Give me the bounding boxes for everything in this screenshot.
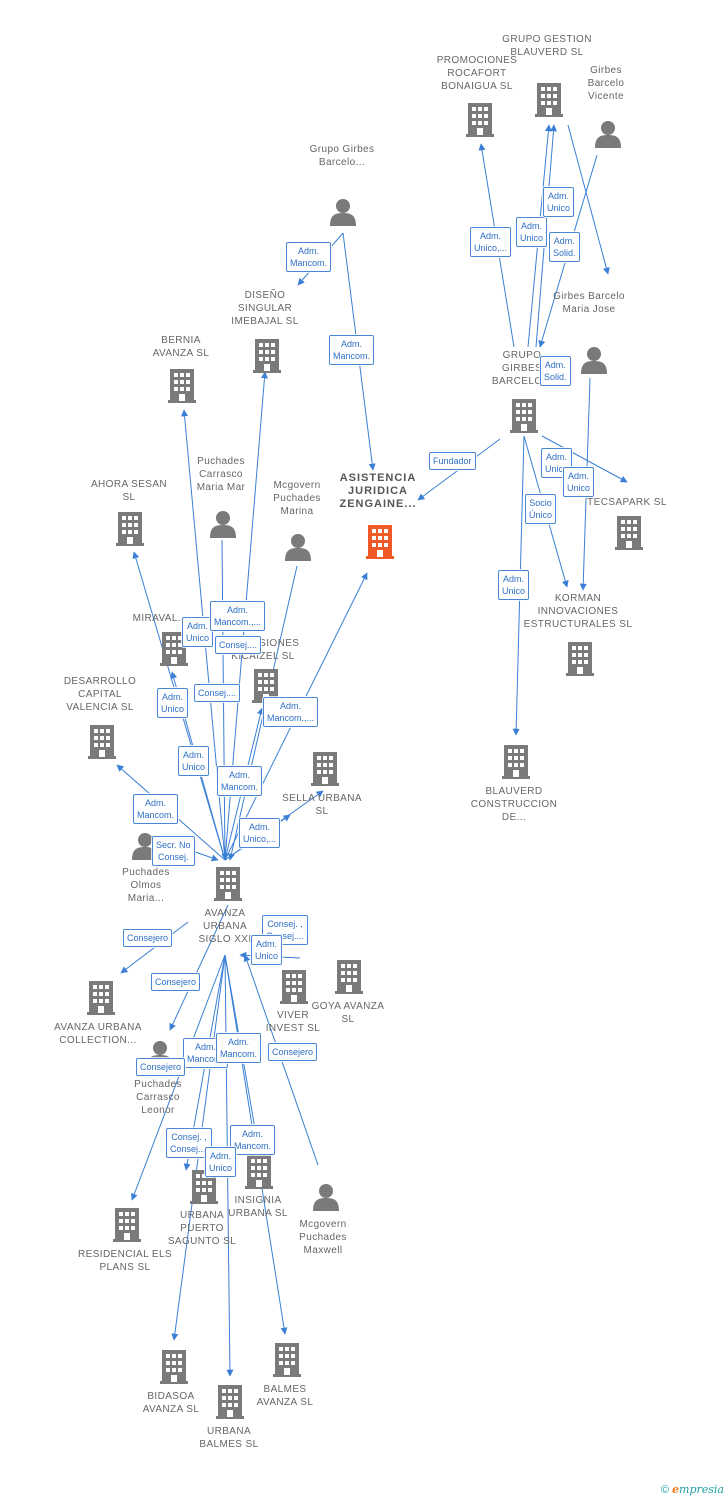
role-label-9[interactable]: Adm.Unico [178, 746, 210, 776]
role-label-25[interactable]: Adm.Unico,... [470, 227, 512, 257]
role-label-19[interactable]: Consejero [136, 1058, 186, 1076]
role-label-7[interactable]: Consej.... [194, 684, 241, 702]
node-label-grupo_girbes[interactable]: GRUPO GIRBES BARCELO... [491, 350, 553, 387]
node-label-viver[interactable]: VIVER INVEST SL [265, 1010, 321, 1034]
role-label-22[interactable]: Consej. ,Consej.... [166, 1128, 213, 1158]
node-label-puchades_carrasco_leonor[interactable]: Puchades Carrasco Leonor [134, 1079, 182, 1116]
relation-edge-29 [567, 124, 610, 275]
role-label-24[interactable]: Adm.Unico [205, 1147, 237, 1177]
node-label-avanza_siglo[interactable]: AVANZA URBANA SIGLO XXI [198, 908, 252, 945]
building-icon-asistencia[interactable] [366, 525, 394, 559]
relation-edge-17 [169, 904, 229, 1031]
building-icon-korman[interactable] [566, 642, 594, 676]
role-label-29[interactable]: Adm.Solid. [540, 356, 571, 386]
person-icon-puchades_carrasco_mar[interactable] [210, 511, 236, 538]
building-icon-desarrollo[interactable] [88, 725, 116, 759]
role-label-17[interactable]: Consejero [151, 973, 201, 991]
person-icon-girbes_jose[interactable] [581, 347, 607, 374]
building-icon-residencial[interactable] [113, 1208, 141, 1242]
building-icon-ahora_sesan[interactable] [116, 512, 144, 546]
node-label-korman[interactable]: KORMAN INNOVACIONES ESTRUCTURALES SL [523, 593, 633, 630]
building-icon-viver[interactable] [280, 970, 308, 1004]
building-icon-grupo_gestion[interactable] [535, 83, 563, 117]
role-label-4[interactable]: Adm.Mancom.,... [210, 601, 266, 631]
relation-edge-32 [541, 435, 628, 483]
node-label-girbes_vicente[interactable]: Girbes Barcelo Vicente [587, 65, 625, 102]
node-label-balmes_avanza[interactable]: BALMES AVANZA SL [256, 1384, 314, 1408]
building-icon-avanza_siglo[interactable] [214, 867, 242, 901]
node-label-puchades_carrasco_mar[interactable]: Puchades Carrasco Maria Mar [196, 456, 246, 493]
node-label-grupo_girbes_barcelo_p[interactable]: Grupo Girbes Barcelo... [309, 144, 375, 168]
node-label-miraval[interactable]: MIRAVAL... [132, 613, 188, 624]
node-label-mcgovern_marina[interactable]: Mcgovern Puchades Marina [273, 480, 321, 517]
role-label-2[interactable]: Fundador [429, 452, 476, 470]
role-label-0[interactable]: Adm.Mancom. [286, 242, 332, 272]
building-icon-goya[interactable] [335, 960, 363, 994]
role-label-27[interactable]: Adm.Unico [543, 187, 575, 217]
relation-edge-24 [130, 954, 226, 1201]
role-label-20[interactable]: Adm.Mancom. [216, 1033, 262, 1063]
node-label-ahora_sesan[interactable]: AHORA SESAN SL [90, 479, 168, 503]
building-icon-urbana_balmes[interactable] [216, 1385, 244, 1419]
person-icon-grupo_girbes_barcelo_p[interactable] [330, 199, 356, 226]
role-label-5[interactable]: Consej.... [215, 636, 262, 654]
relation-edge-15 [120, 921, 189, 974]
node-label-mcgovern_maxwell[interactable]: Mcgovern Puchades Maxwell [299, 1219, 347, 1256]
node-label-promociones[interactable]: PROMOCIONES ROCAFORT BONAIGUA SL [436, 55, 518, 92]
node-label-insignia[interactable]: INSIGNIA URBANA SL [228, 1195, 288, 1219]
role-label-8[interactable]: Adm.Mancom.,... [263, 697, 319, 727]
building-icon-grupo_girbes[interactable] [510, 399, 538, 433]
node-label-urbana_puerto[interactable]: URBANA PUERTO SAGUNTO SL [167, 1210, 237, 1247]
node-label-residencial[interactable]: RESIDENCIAL ELS PLANS SL [78, 1249, 172, 1273]
building-icon-bernia[interactable] [168, 369, 196, 403]
building-icon-tecsapark[interactable] [615, 516, 643, 550]
building-icon-blauverd[interactable] [502, 745, 530, 779]
node-label-blauverd[interactable]: BLAUVERD CONSTRUCCION DE... [470, 786, 558, 823]
node-label-goya[interactable]: GOYA AVANZA SL [311, 1001, 385, 1025]
node-label-avanza_collection[interactable]: AVANZA URBANA COLLECTION... [54, 1022, 142, 1046]
node-label-desarrollo[interactable]: DESARROLLO CAPITAL VALENCIA SL [63, 676, 137, 713]
building-icon-diseno[interactable] [253, 339, 281, 373]
node-label-inversiones_kicaizel[interactable]: INVERSIONES KICAIZEL SL [226, 638, 300, 662]
role-label-26[interactable]: Adm.Unico [516, 217, 548, 247]
role-label-23[interactable]: Adm.Mancom. [230, 1125, 276, 1155]
node-label-bernia[interactable]: BERNIA AVANZA SL [152, 335, 210, 359]
node-label-girbes_jose[interactable]: Girbes Barcelo Maria Jose [553, 291, 625, 315]
building-icon-avanza_collection[interactable] [87, 981, 115, 1015]
role-label-31[interactable]: Adm.Unico [563, 467, 595, 497]
role-label-14[interactable]: Consejero [123, 929, 173, 947]
node-label-diseno[interactable]: DISEÑO SINGULAR IMEBAJAL SL [231, 290, 299, 327]
role-label-33[interactable]: Adm.Unico [498, 570, 530, 600]
person-icon-mcgovern_maxwell[interactable] [313, 1184, 339, 1211]
building-icon-promociones[interactable] [466, 103, 494, 137]
building-icon-sella[interactable] [311, 752, 339, 786]
building-icon-balmes_avanza[interactable] [273, 1343, 301, 1377]
footer-brand: © empresia [661, 1483, 724, 1496]
role-label-1[interactable]: Adm.Mancom. [329, 335, 375, 365]
role-label-28[interactable]: Adm.Solid. [549, 232, 580, 262]
person-icon-mcgovern_marina[interactable] [285, 534, 311, 561]
node-label-bidasoa[interactable]: BIDASOA AVANZA SL [142, 1391, 200, 1415]
role-label-3[interactable]: Adm.Unico [182, 617, 214, 647]
role-label-21[interactable]: Consejero [268, 1043, 318, 1061]
role-label-10[interactable]: Adm.Mancom. [217, 766, 263, 796]
building-icon-insignia[interactable] [245, 1155, 273, 1189]
node-label-puchades_olmos[interactable]: Puchades Olmos Maria... [122, 867, 170, 904]
node-label-asistencia[interactable]: ASISTENCIA JURIDICA ZENGAINE... [339, 472, 417, 510]
node-label-urbana_balmes[interactable]: URBANA BALMES SL [199, 1426, 259, 1450]
node-label-tecsapark[interactable]: TECSAPARK SL [587, 497, 667, 508]
building-icon-bidasoa[interactable] [160, 1350, 188, 1384]
copyright-symbol: © [660, 1484, 669, 1496]
role-label-6[interactable]: Adm.Unico [157, 688, 189, 718]
person-icon-girbes_vicente[interactable] [595, 121, 621, 148]
node-label-grupo_gestion[interactable]: GRUPO GESTION BLAUVERD SL [502, 34, 592, 58]
brand-logo: empresia [672, 1483, 724, 1496]
role-label-13[interactable]: Adm.Unico,... [239, 818, 281, 848]
role-label-11[interactable]: Adm.Mancom. [133, 794, 179, 824]
role-label-16[interactable]: Adm.Unico [251, 935, 283, 965]
node-label-sella[interactable]: SELLA URBANA SL [282, 793, 362, 817]
